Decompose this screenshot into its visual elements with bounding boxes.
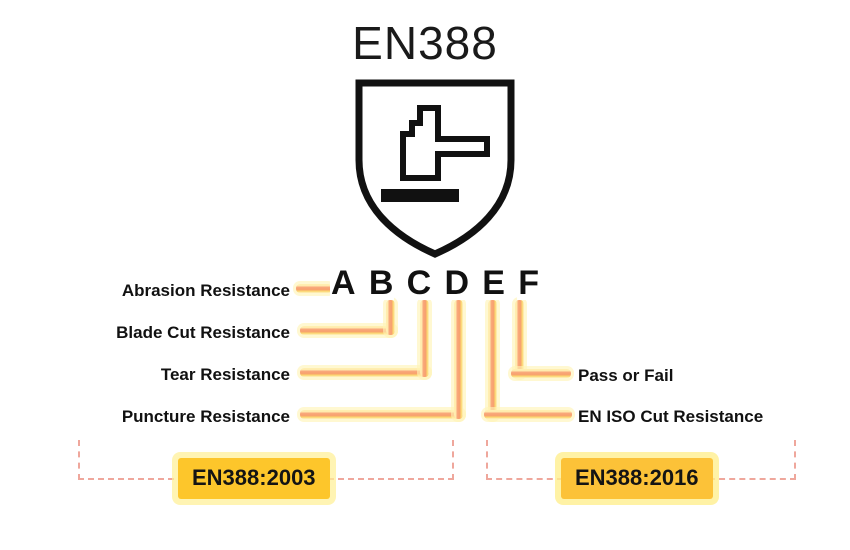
label-abrasion-resistance: Abrasion Resistance	[121, 281, 290, 300]
rating-letter-e: E	[481, 264, 506, 302]
label-blade-cut-resistance: Blade Cut Resistance	[116, 323, 290, 342]
connector-pass-or-fail-vertical	[515, 300, 524, 377]
rating-letter-a: A	[330, 264, 357, 302]
connector-abrasion	[296, 284, 332, 293]
page-title: EN388	[352, 17, 498, 69]
connector-tear-vertical	[420, 300, 429, 377]
label-puncture-resistance: Puncture Resistance	[121, 407, 290, 426]
connector-tear-horizontal	[300, 368, 429, 377]
connector-puncture-horizontal	[300, 410, 463, 419]
rating-letter-c: C	[405, 264, 433, 302]
en388-shield-icon	[354, 78, 516, 258]
label-pass-or-fail: Pass or Fail	[578, 366, 674, 385]
label-tear-resistance: Tear Resistance	[160, 365, 290, 384]
connector-en-iso-horizontal	[484, 410, 572, 419]
connector-blade-cut-vertical	[386, 300, 395, 335]
connector-puncture-vertical	[454, 300, 463, 419]
badge-en388-2003: EN388:2003	[178, 458, 330, 499]
rating-letters: A B C D E F	[330, 266, 540, 300]
rating-letter-f: F	[517, 264, 540, 302]
connector-pass-or-fail-horizontal	[511, 369, 571, 378]
rating-letter-d: D	[443, 264, 470, 302]
connector-blade-cut-horizontal	[300, 326, 395, 335]
label-en-iso-cut-resistance: EN ISO Cut Resistance	[578, 407, 764, 426]
connector-en-iso-vertical	[488, 300, 497, 419]
badge-en388-2016: EN388:2016	[561, 458, 713, 499]
rating-letter-b: B	[367, 264, 395, 302]
